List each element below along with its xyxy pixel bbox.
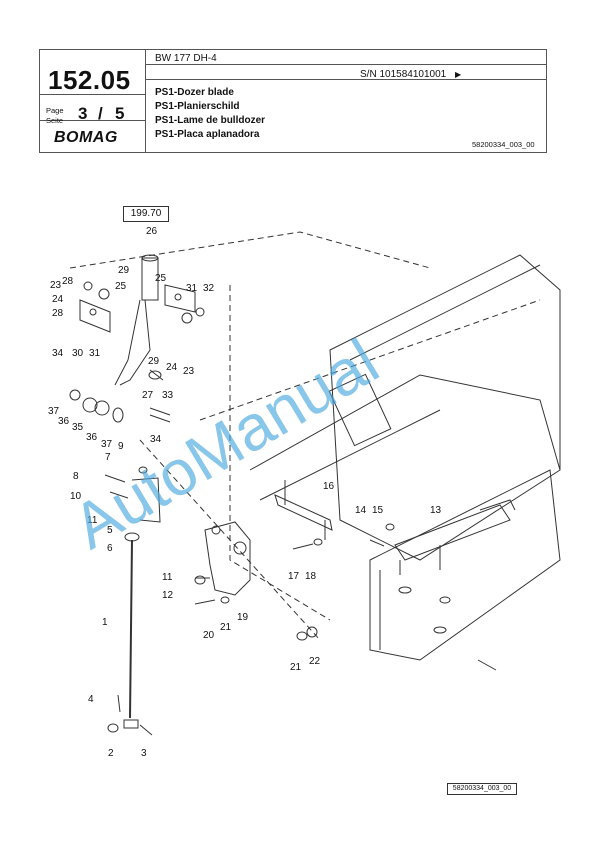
callout-label: 21 xyxy=(220,622,232,633)
title-fr: PS1-Lame de bulldozer xyxy=(155,115,266,126)
callout-label: 24 xyxy=(166,362,178,373)
callout-label: 7 xyxy=(105,452,111,463)
reference-page-box: 199.70 xyxy=(123,206,169,222)
callout-label: 16 xyxy=(323,481,335,492)
doc-number: 58200334_003_00 xyxy=(472,140,535,149)
callout-label: 36 xyxy=(86,432,98,443)
callout-label: 9 xyxy=(118,441,124,452)
callout-label: 28 xyxy=(62,276,74,287)
serial-arrow-icon: ▶ xyxy=(454,70,462,79)
callout-label: 5 xyxy=(107,525,113,536)
page-current: 3 xyxy=(78,104,88,123)
callout-label: 23 xyxy=(183,366,195,377)
callout-label: 29 xyxy=(148,356,160,367)
footer-doc-ref: 58200334_003_00 xyxy=(447,783,517,795)
callout-label: 10 xyxy=(70,491,82,502)
callout-label: 25 xyxy=(155,273,167,284)
callout-label: 11 xyxy=(162,572,173,583)
serial-text: S/N 101584101001 xyxy=(360,69,447,80)
callout-label: 4 xyxy=(88,694,94,705)
callout-label: 35 xyxy=(72,422,84,433)
page-label-en: Page xyxy=(46,106,64,115)
page-number: 152.05 xyxy=(48,65,131,95)
title-de: PS1-Planierschild xyxy=(155,101,240,112)
callout-label: 36 xyxy=(58,416,70,427)
page-total: 5 xyxy=(115,104,125,123)
callout-label: 12 xyxy=(162,590,174,601)
callout-label: 6 xyxy=(107,543,113,554)
callout-labels: 26 29 28 25 31 32 23 24 25 28 30 31 34 2… xyxy=(48,226,442,759)
bomag-logo: BOMAG xyxy=(54,129,118,146)
callout-label: 32 xyxy=(203,283,215,294)
callout-label: 20 xyxy=(203,630,215,641)
callout-label: 8 xyxy=(73,471,79,482)
callout-label: 27 xyxy=(142,390,154,401)
callout-label: 37 xyxy=(101,439,113,450)
page-label-de: Seite xyxy=(46,116,64,125)
callout-label: 30 xyxy=(72,348,84,359)
title-es: PS1-Placa aplanadora xyxy=(155,129,260,140)
callout-label: 19 xyxy=(237,612,249,623)
model-name: BW 177 DH-4 xyxy=(155,53,217,64)
callout-label: 11 xyxy=(87,515,98,526)
callout-label: 15 xyxy=(372,505,384,516)
callout-label: 21 xyxy=(290,662,302,673)
callout-label: 26 xyxy=(146,226,158,237)
callout-label: 22 xyxy=(309,656,321,667)
callout-label: 25 xyxy=(115,281,127,292)
callout-label: 34 xyxy=(52,348,64,359)
callout-label: 37 xyxy=(48,406,60,417)
callout-label: 17 xyxy=(288,571,300,582)
callout-label: 1 xyxy=(102,617,108,628)
callout-label: 28 xyxy=(52,308,64,319)
callout-label: 23 xyxy=(50,280,62,291)
header-block: 152.05 Page Seite 3 / 5 BOMAG BW 177 DH-… xyxy=(39,49,547,153)
callout-label: 31 xyxy=(89,348,101,359)
serial-number: S/N 101584101001 ▶ xyxy=(360,69,461,80)
page-separator: / xyxy=(98,104,103,123)
callout-label: 13 xyxy=(430,505,442,516)
callout-label: 33 xyxy=(162,390,174,401)
callout-label: 34 xyxy=(150,434,162,445)
callout-label: 18 xyxy=(305,571,317,582)
callout-label: 14 xyxy=(355,505,367,516)
title-en: PS1-Dozer blade xyxy=(155,87,234,98)
callout-label: 2 xyxy=(108,748,114,759)
callout-label: 29 xyxy=(118,265,130,276)
callout-label: 24 xyxy=(52,294,64,305)
callout-label: 31 xyxy=(186,283,198,294)
callout-label: 3 xyxy=(141,748,147,759)
